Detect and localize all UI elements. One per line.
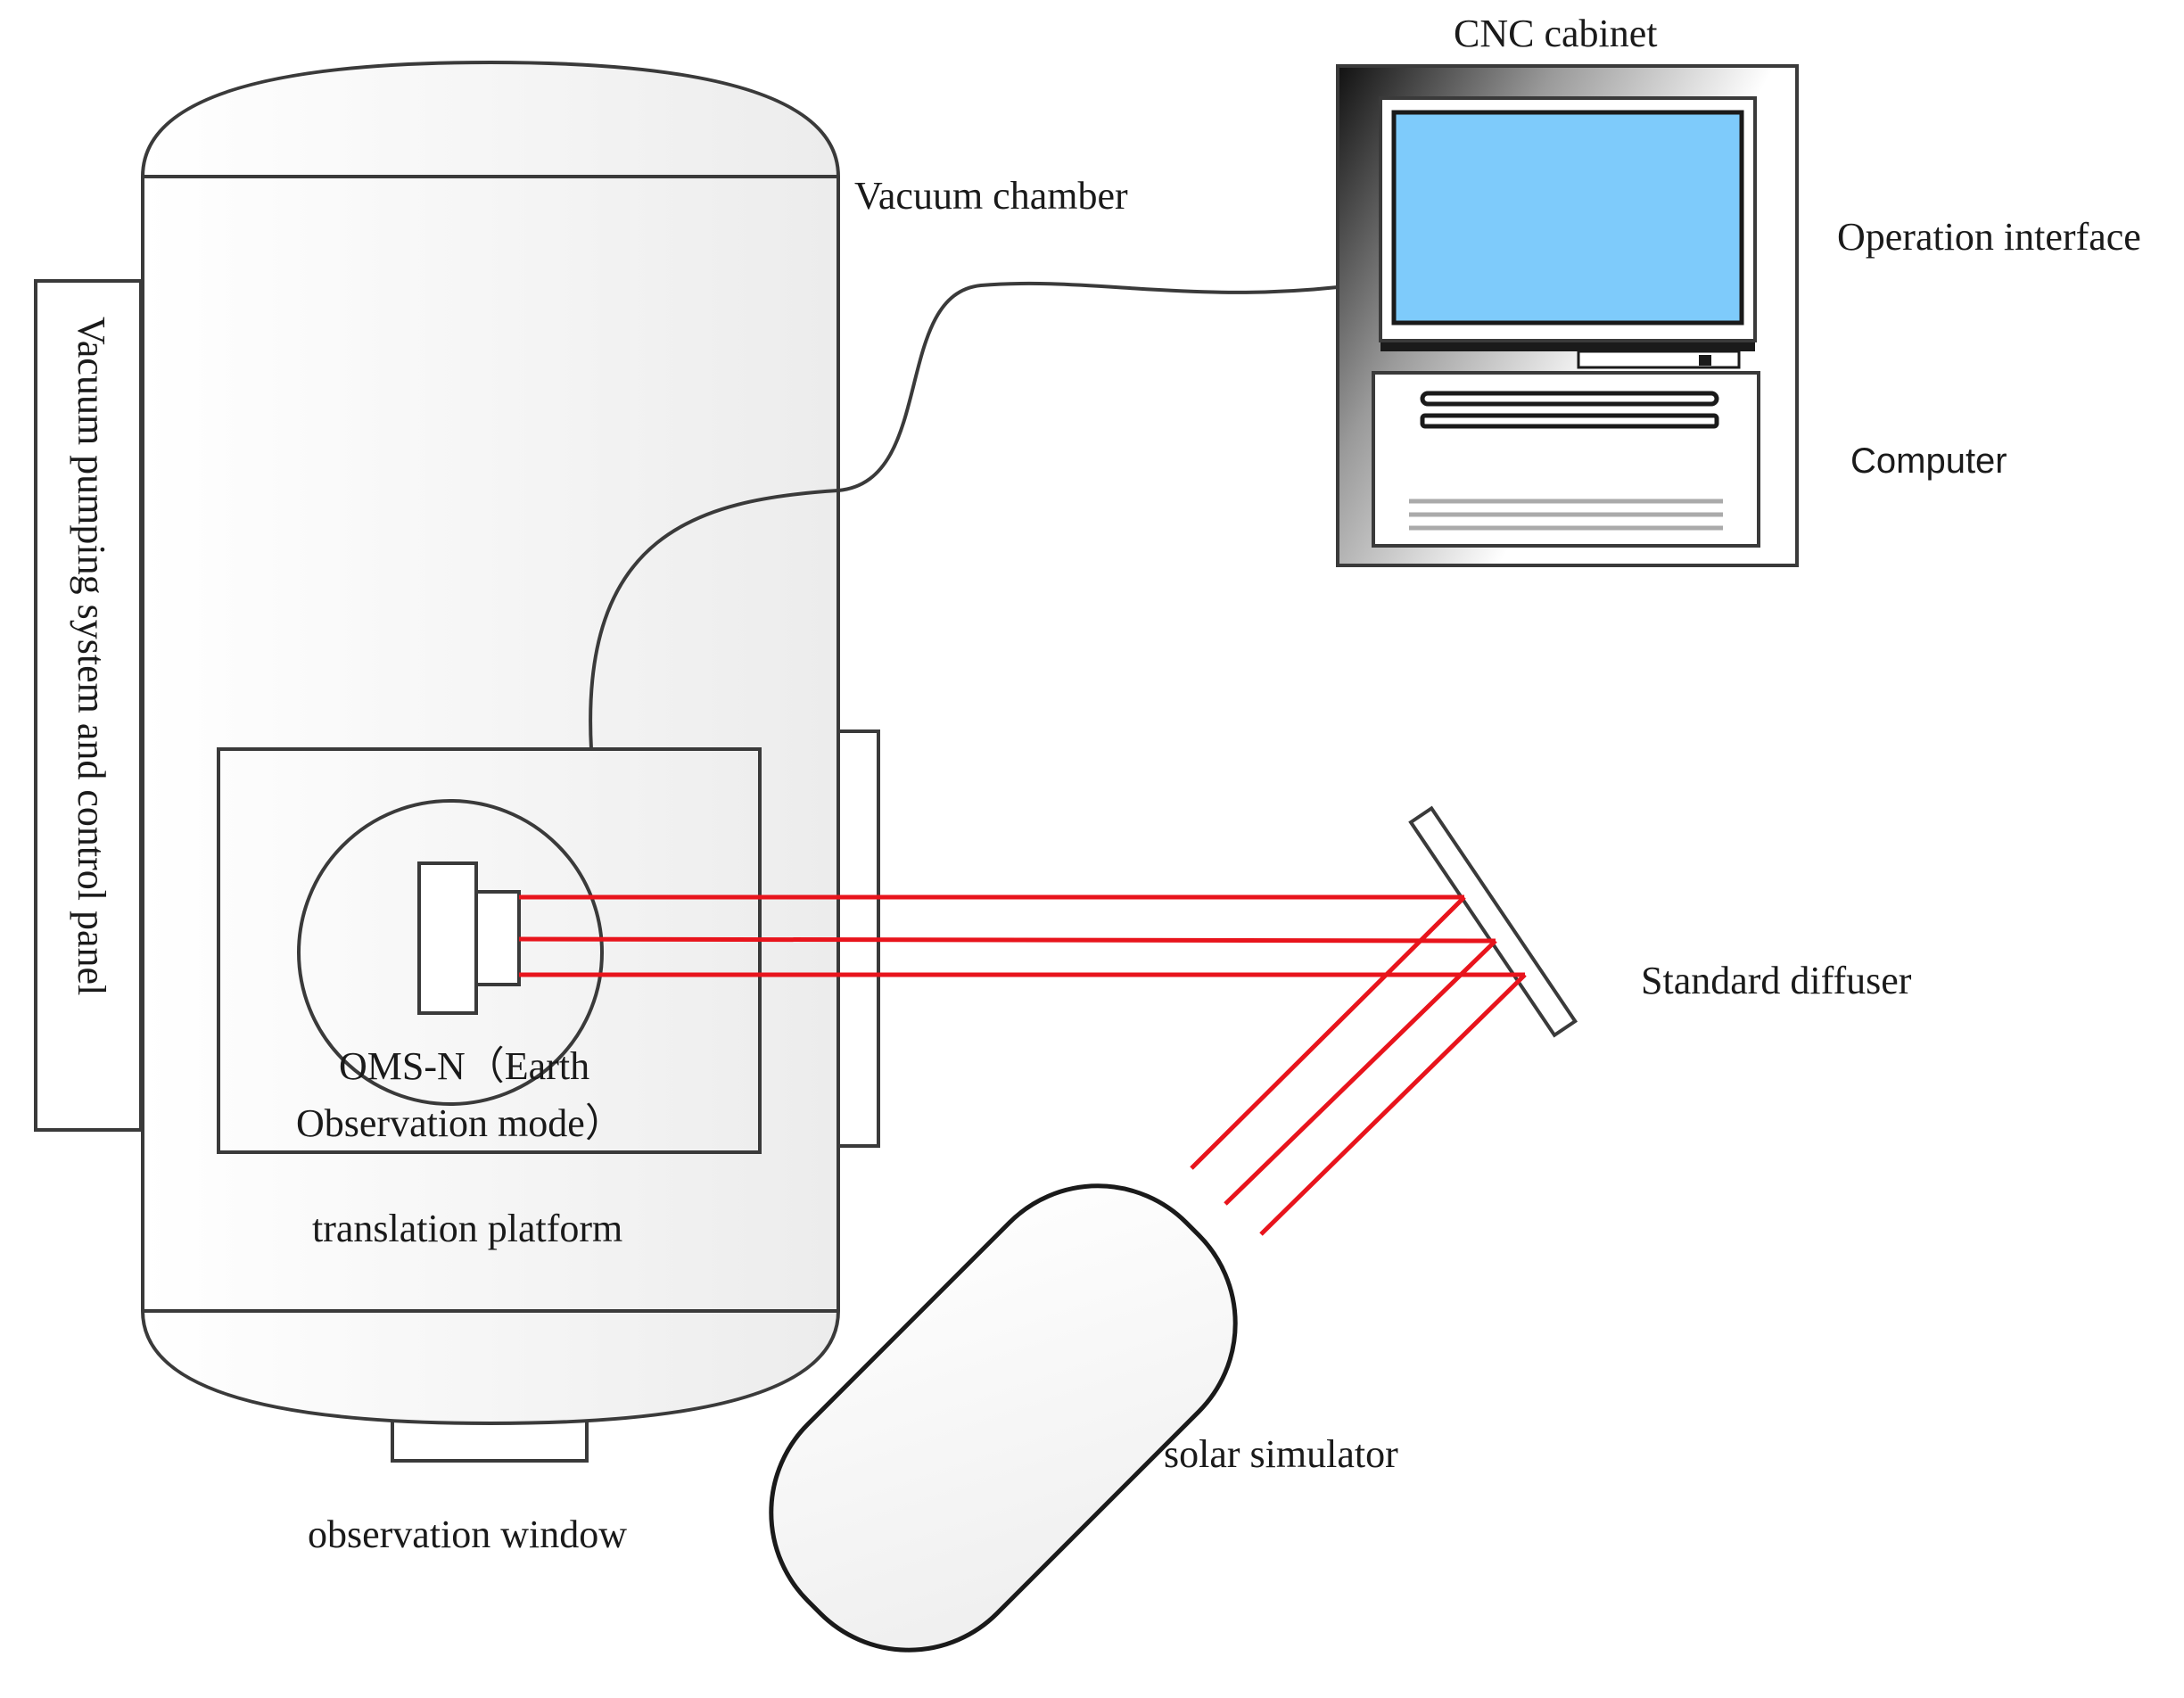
translation-platform-label: translation platform (312, 1207, 622, 1250)
translation-platform (217, 747, 762, 1154)
solar-simulator-label: solar simulator (1164, 1432, 1398, 1476)
beam-in-1 (1190, 895, 1466, 1170)
beam-in-2 (1224, 939, 1497, 1206)
beam-out-2 (518, 936, 1496, 944)
vacuum-pumping-label: Vacuum pumping system and control panel (70, 317, 113, 995)
oms-label-line1: OMS-N（Earth (339, 1044, 589, 1088)
solar-simulator (769, 1183, 1238, 1653)
standard-diffuser-label: Standard diffuser (1641, 959, 1912, 1002)
vacuum-chamber-label: Vacuum chamber (854, 174, 1128, 218)
vacuum-pumping-panel: Vacuum pumping system and control panel (34, 279, 143, 1132)
operation-screen (1391, 110, 1744, 326)
observation-window-label: observation window (308, 1513, 627, 1556)
computer-label: Computer (1850, 441, 2007, 481)
cnc-cabinet (1336, 64, 1799, 567)
cnc-cabinet-label: CNC cabinet (1454, 12, 1658, 55)
standard-diffuser (1408, 805, 1578, 1038)
beam-in-3 (1259, 973, 1527, 1236)
signal-cable (589, 281, 1339, 750)
oms-n-instrument (297, 799, 604, 1106)
oms-label-line2: Observation mode） (296, 1101, 624, 1145)
vacuum-chamber (141, 60, 840, 1426)
operation-interface-label: Operation interface (1837, 215, 2141, 259)
light-beams (518, 894, 1527, 1236)
